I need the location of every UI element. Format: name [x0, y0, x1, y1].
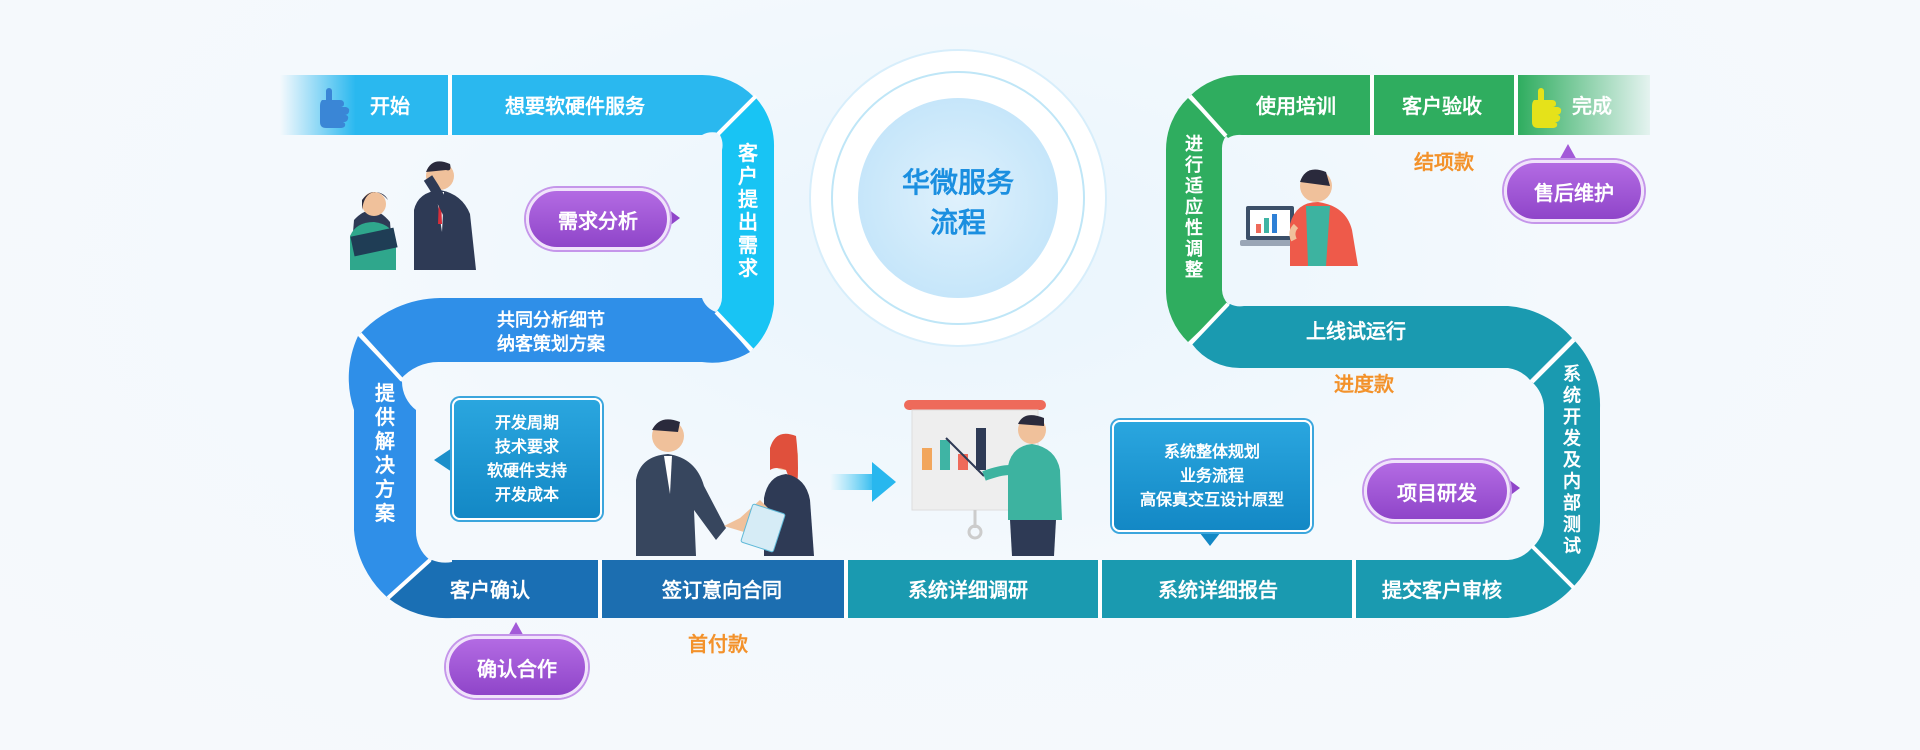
center-title: 华微服务 流程: [858, 163, 1058, 243]
step-done: 完成: [1572, 94, 1612, 118]
note-solution-item: 技术要求: [454, 435, 600, 459]
note-report-item: 系统整体规划: [1114, 440, 1310, 464]
step-adapt: 进行适应性调整: [1184, 134, 1203, 281]
step-start: 开始: [370, 94, 410, 118]
step-raise-needs: 客户提出需求: [737, 141, 759, 280]
payment-first: 首付款: [688, 628, 748, 657]
step-confirm: 客户确认: [449, 578, 531, 602]
step-provide-solution: 提供解决方案: [374, 381, 396, 525]
bubble-needs-analysis: 需求分析: [526, 188, 670, 250]
step-submit-review: 提交客户审核: [1382, 578, 1502, 602]
note-solution: 开发周期技术要求软硬件支持开发成本: [452, 398, 602, 520]
step-analyze-line2: 纳客策划方案: [497, 333, 606, 355]
note-tail-solution: [434, 448, 452, 472]
note-report-item: 业务流程: [1114, 464, 1310, 488]
payment-final: 结项款: [1414, 146, 1474, 175]
note-report: 系统整体规划业务流程高保真交互设计原型: [1112, 420, 1312, 532]
note-report-item: 高保真交互设计原型: [1114, 488, 1310, 512]
step-report: 系统详细报告: [1158, 578, 1278, 602]
bubble-confirm-coop: 确认合作: [446, 636, 588, 698]
handshake-illustration: [636, 419, 814, 556]
center-title-line2: 流程: [858, 203, 1058, 243]
step-research: 系统详细调研: [908, 578, 1028, 602]
step-develop-test: 系统开发及内部测试: [1562, 364, 1582, 557]
note-solution-item: 开发周期: [454, 411, 600, 435]
step-analyze-line1: 共同分析细节: [497, 309, 605, 331]
bubble-project-dev: 项目研发: [1364, 460, 1510, 522]
note-solution-item: 软硬件支持: [454, 459, 600, 483]
payment-progress: 进度款: [1334, 368, 1394, 397]
step-want-service: 想要软硬件服务: [505, 94, 646, 118]
step-sign-intent: 签订意向合同: [661, 578, 782, 602]
center-title-line1: 华微服务: [858, 163, 1058, 203]
step-trial-run: 上线试运行: [1306, 319, 1406, 343]
step-acceptance: 客户验收: [1401, 94, 1482, 118]
presentation-illustration: [904, 400, 1062, 556]
laptop-presenter-illustration: [1240, 170, 1358, 266]
step-training: 使用培训: [1255, 94, 1336, 118]
note-solution-item: 开发成本: [454, 483, 600, 507]
arrow-right-icon: [830, 462, 896, 502]
segment-start: [280, 75, 448, 135]
bubble-after-sales: 售后维护: [1504, 160, 1644, 222]
people-discussion-illustration: [350, 161, 476, 270]
